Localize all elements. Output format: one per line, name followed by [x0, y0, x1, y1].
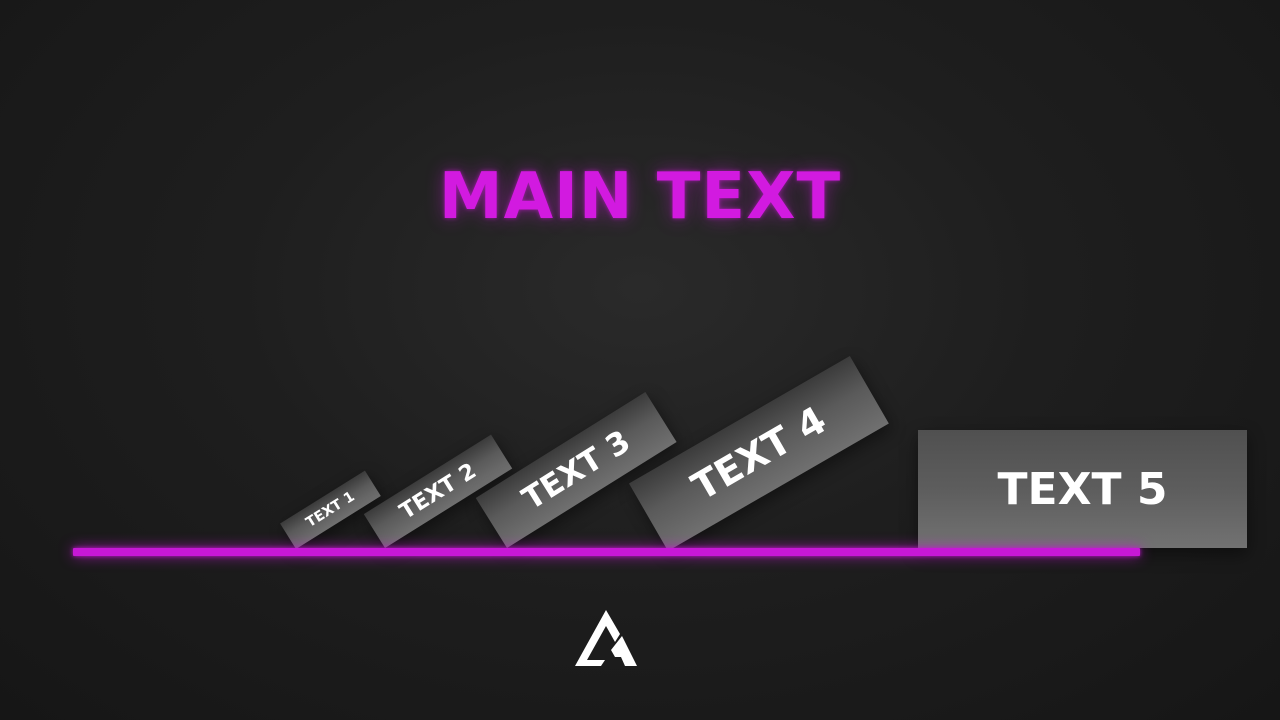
- text-block-1: TEXT 1: [280, 470, 381, 549]
- text-block-1-label: TEXT 1: [303, 488, 358, 531]
- glowing-base-line: [73, 548, 1140, 556]
- text-block-4-label: TEXT 4: [684, 397, 834, 510]
- text-block-2-label: TEXT 2: [395, 458, 481, 525]
- text-block-5: TEXT 5: [918, 430, 1247, 548]
- brand-logo-icon: [575, 610, 637, 666]
- text-block-3-label: TEXT 3: [515, 423, 637, 517]
- text-block-4: TEXT 4: [629, 355, 889, 551]
- main-title: MAIN TEXT: [438, 160, 842, 234]
- text-block-5-label: TEXT 5: [997, 463, 1168, 515]
